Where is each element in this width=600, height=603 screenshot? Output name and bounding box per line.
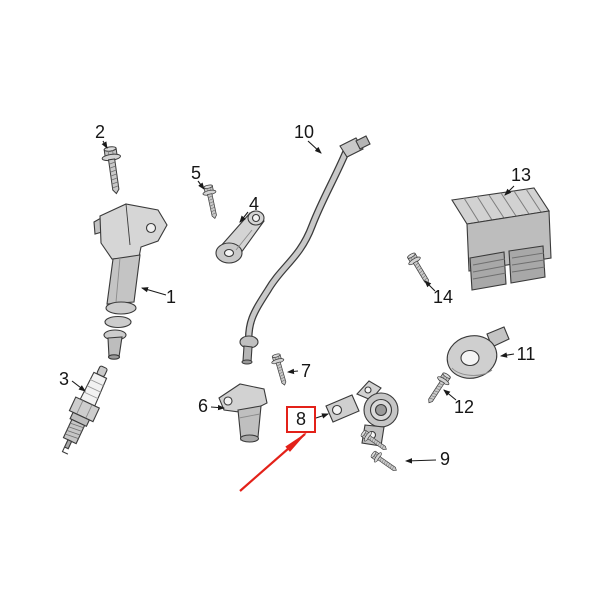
leader-14 [424, 280, 436, 292]
leader-6 [210, 404, 226, 411]
leader-3 [71, 380, 86, 392]
leader-12 [443, 389, 457, 401]
part-label-11: 11 [517, 344, 536, 364]
leader-2 [101, 140, 108, 149]
leader-4 [239, 211, 249, 223]
part-label-4: 4 [249, 194, 259, 214]
leader-5 [197, 180, 205, 190]
part-8-mounting-bracket [325, 380, 399, 447]
leader-11 [499, 352, 515, 358]
red-pointer-arrow [239, 431, 308, 492]
part-6-cam-sensor [218, 383, 268, 443]
part-label-10: 10 [294, 122, 314, 142]
highlight-box-part-8 [286, 406, 316, 433]
part-4-bracket [215, 210, 265, 264]
leader-1 [140, 287, 167, 296]
part-number-labels: 1 2 3 4 5 6 7 8 9 10 11 12 13 14 [59, 122, 535, 469]
part-label-8: 8 [296, 409, 306, 429]
part-label-9: 9 [440, 449, 450, 469]
part-3-spark-plug [61, 365, 108, 455]
part-label-2: 2 [95, 122, 105, 142]
leader-8 [315, 413, 330, 419]
leader-10 [307, 140, 322, 154]
part-11-knock-sensor [446, 326, 510, 379]
part-label-12: 12 [454, 397, 474, 417]
part-label-1: 1 [166, 287, 176, 307]
leader-7 [286, 368, 299, 375]
leader-13 [504, 185, 515, 196]
part-label-7: 7 [301, 361, 311, 381]
part-label-13: 13 [511, 165, 531, 185]
part-10-harness-tube [239, 135, 371, 365]
part-1-ignition-coil [93, 203, 168, 360]
leader-9 [404, 458, 437, 464]
part-label-5: 5 [191, 163, 201, 183]
part-label-14: 14 [433, 287, 453, 307]
part-13-ecu [451, 187, 552, 291]
leader-arrows [71, 140, 515, 464]
part-label-6: 6 [198, 396, 208, 416]
part-label-3: 3 [59, 369, 69, 389]
